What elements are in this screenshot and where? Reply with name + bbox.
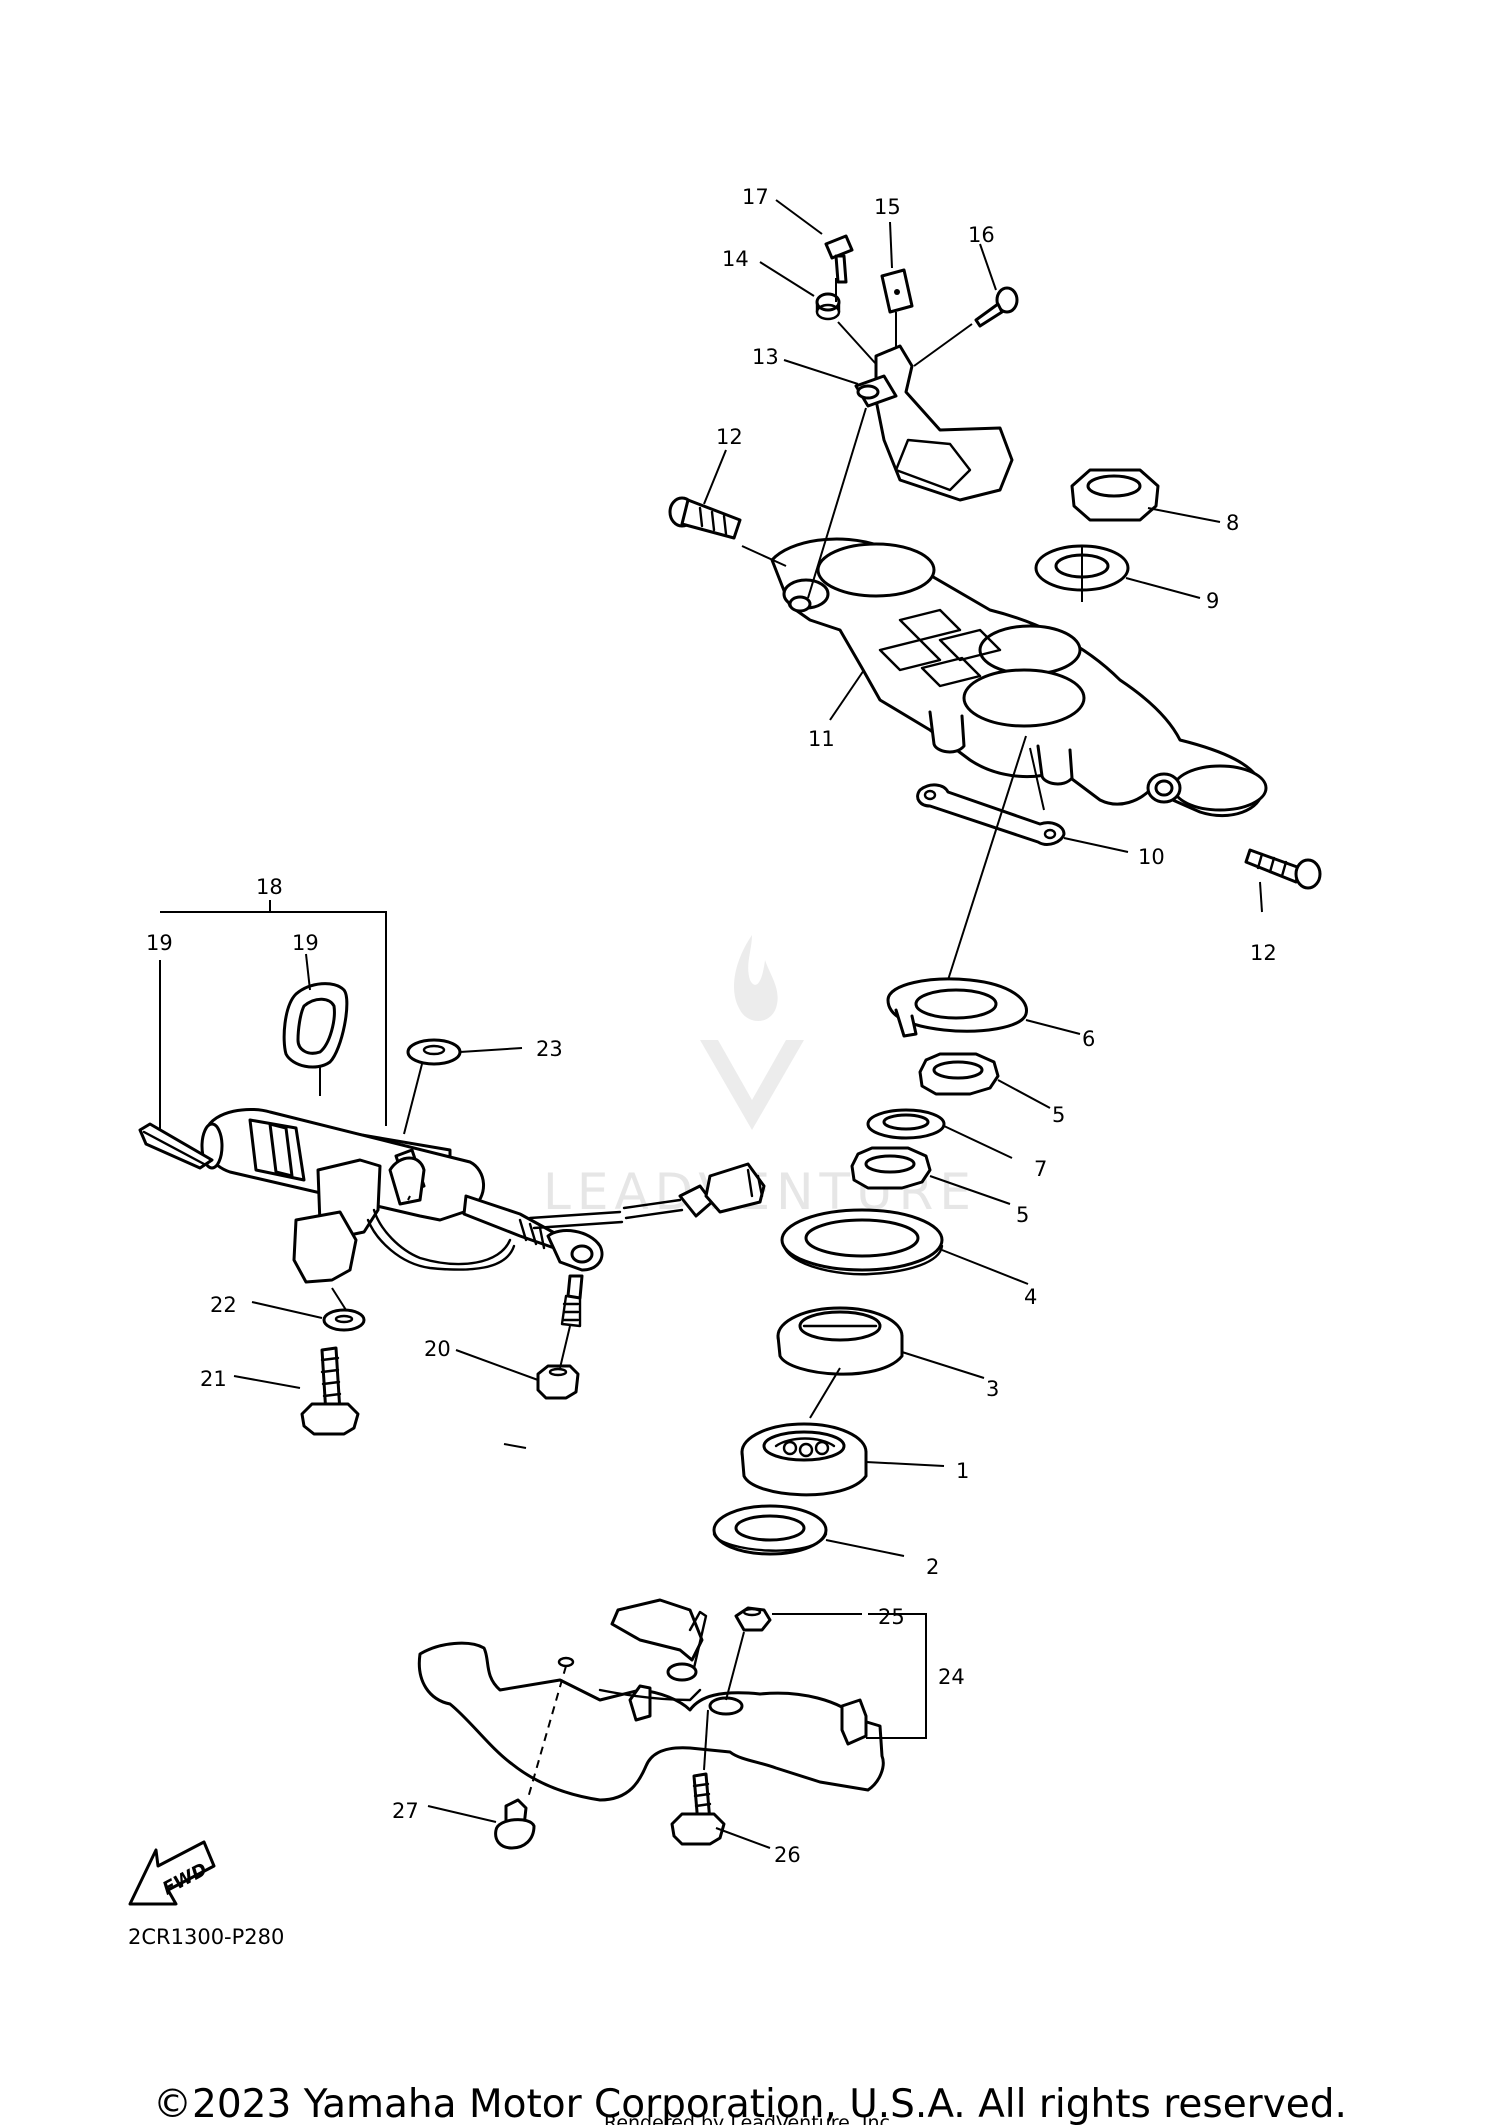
callout-5-lower: 5 [1016, 1203, 1029, 1227]
part-7-washer [866, 1108, 946, 1140]
part-14-collar [815, 292, 841, 321]
part-15-clip [880, 268, 914, 314]
part-10-plate [916, 783, 1066, 846]
callout-23: 23 [536, 1037, 563, 1061]
callout-9: 9 [1206, 589, 1219, 613]
part-2-seal-lower [712, 1504, 828, 1556]
diagram-code: 2CR1300-P280 [128, 1925, 284, 1949]
callout-4: 4 [1024, 1285, 1037, 1309]
part-1-bearing-lower [740, 1422, 868, 1497]
callout-18: 18 [256, 875, 283, 899]
callout-12-right: 12 [1250, 941, 1277, 965]
part-25-collar [734, 1606, 772, 1632]
callout-13: 13 [752, 345, 779, 369]
part-18-wire [366, 1162, 766, 1271]
part-5-ring-nut-upper [918, 1052, 1000, 1096]
part-21-bolt [300, 1346, 360, 1436]
part-27-rivet [494, 1798, 536, 1850]
callout-5-upper: 5 [1052, 1103, 1065, 1127]
part-8-nut [1070, 468, 1160, 522]
callout-22: 22 [210, 1293, 237, 1317]
callout-19-right: 19 [292, 931, 319, 955]
part-18-damper [200, 1108, 604, 1328]
copyright-notice: ©2023 Yamaha Motor Corporation, U.S.A. A… [153, 2082, 1347, 2125]
callout-14: 14 [722, 247, 749, 271]
callout-17: 17 [742, 185, 769, 209]
fwd-arrow-icon: FWD [128, 1840, 216, 1906]
part-22-washer [322, 1308, 366, 1332]
callout-11: 11 [808, 727, 835, 751]
part-4-seal [780, 1208, 944, 1276]
callout-15: 15 [874, 195, 901, 219]
callout-27: 27 [392, 1799, 419, 1823]
callout-2: 2 [926, 1555, 939, 1579]
part-26-bolt [670, 1772, 726, 1846]
part-6-washer [886, 977, 1028, 1038]
part-20-nut [536, 1364, 580, 1400]
part-16-screw [974, 286, 1019, 328]
callout-12-left: 12 [716, 425, 743, 449]
callout-10: 10 [1138, 845, 1165, 869]
callout-leaders [159, 199, 1263, 1849]
part-23-washer [406, 1038, 462, 1066]
part-17-bolt [824, 234, 854, 284]
rendered-by-notice: Rendered by LeadVenture, Inc. [603, 2112, 897, 2125]
callout-26: 26 [774, 1843, 801, 1867]
callout-19-left: 19 [146, 931, 173, 955]
part-11-upper-bracket [770, 537, 1268, 817]
callout-24: 24 [938, 1665, 965, 1689]
callout-6: 6 [1082, 1027, 1095, 1051]
callout-1: 1 [956, 1459, 969, 1483]
part-5-ring-nut-lower [850, 1146, 932, 1190]
part-12-bolt-left [668, 496, 742, 540]
callout-20: 20 [424, 1337, 451, 1361]
part-13-bracket [854, 344, 1014, 502]
callout-8: 8 [1226, 511, 1239, 535]
part-3-bearing-race-upper [776, 1306, 904, 1376]
callout-25: 25 [878, 1605, 905, 1629]
callout-16: 16 [968, 223, 995, 247]
callout-21: 21 [200, 1367, 227, 1391]
callout-7: 7 [1034, 1157, 1047, 1181]
part-12-bolt-right [1244, 848, 1322, 890]
part-24-cover [417, 1598, 885, 1802]
part-19-clamp-left [138, 1122, 214, 1170]
part-19-clamp-right [282, 982, 349, 1069]
callout-3: 3 [986, 1377, 999, 1401]
